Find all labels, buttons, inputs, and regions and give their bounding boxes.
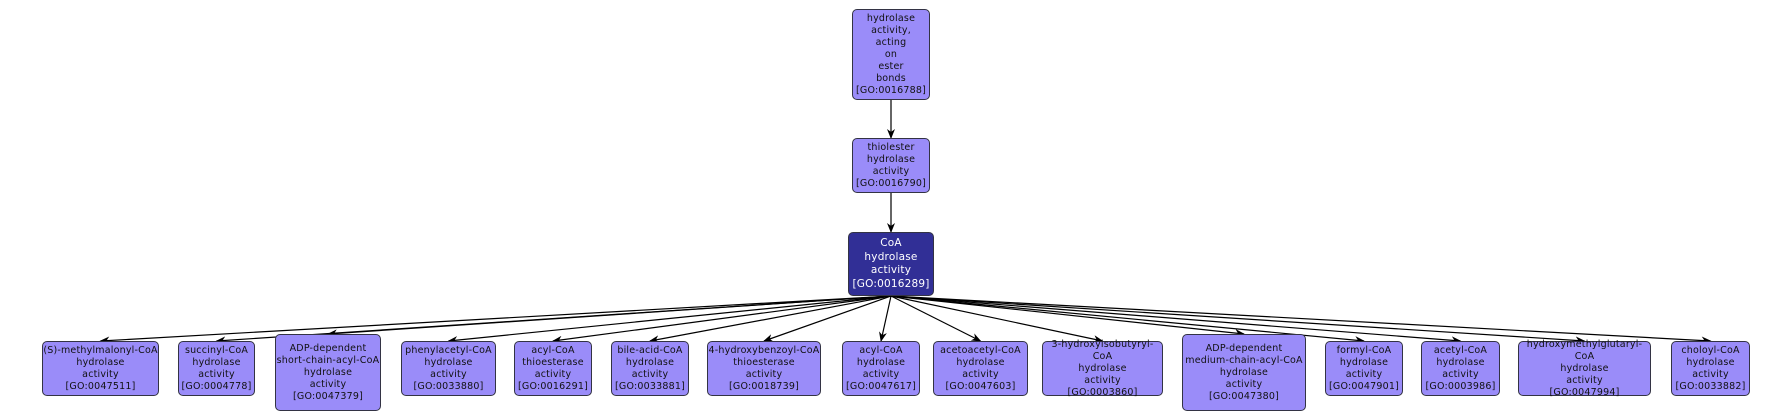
go-term-label: succinyl-CoA hydrolase activity [GO:0004… (181, 344, 252, 392)
go-term-node[interactable]: succinyl-CoA hydrolase activity [GO:0004… (178, 341, 255, 396)
go-term-node[interactable]: acyl-CoA thioesterase activity [GO:00162… (514, 341, 592, 396)
go-term-node[interactable]: choloyl-CoA hydrolase activity [GO:00338… (1671, 341, 1750, 396)
edge-arrow (879, 295, 892, 342)
go-term-node[interactable]: 3-hydroxyisobutyryl-CoA hydrolase activi… (1042, 338, 1163, 398)
go-term-label: hydroxymethylglutaryl-CoA hydrolase acti… (1526, 338, 1643, 398)
go-term-node[interactable]: phenylacetyl-CoA hydrolase activity [GO:… (401, 341, 496, 396)
go-term-node[interactable]: acetoacetyl-CoA hydrolase activity [GO:0… (933, 341, 1028, 396)
go-term-label: acetyl-CoA hydrolase activity [GO:000398… (1425, 344, 1496, 392)
go-term-label: thiolester hydrolase activity [GO:001679… (856, 141, 926, 189)
go-term-node[interactable]: ADP-dependent short-chain-acyl-CoA hydro… (275, 334, 381, 411)
edge-arrow (327, 295, 892, 338)
go-term-node[interactable]: hydroxymethylglutaryl-CoA hydrolase acti… (1518, 338, 1651, 398)
go-term-node[interactable]: acyl-CoA hydrolase activity [GO:0047617] (842, 341, 920, 396)
go-term-label: CoA hydrolase activity [GO:0016289] (852, 237, 930, 290)
edge-arrow (552, 295, 892, 344)
edge-arrow (890, 295, 982, 342)
go-term-node[interactable]: formyl-CoA hydrolase activity [GO:004790… (1325, 341, 1403, 396)
go-term-node[interactable]: (S)-methylmalonyl-CoA hydrolase activity… (42, 341, 159, 396)
go-term-node[interactable]: hydrolase activity, acting on ester bond… (852, 9, 930, 100)
go-term-label: acyl-CoA hydrolase activity [GO:0047617] (846, 344, 916, 392)
go-term-label: formyl-CoA hydrolase activity [GO:004790… (1329, 344, 1399, 392)
go-term-label: 4-hydroxybenzoyl-CoA thioesterase activi… (708, 344, 820, 392)
go-term-node[interactable]: bile-acid-CoA hydrolase activity [GO:003… (611, 341, 689, 396)
go-term-label: bile-acid-CoA hydrolase activity [GO:003… (615, 344, 685, 392)
go-term-node[interactable]: acetyl-CoA hydrolase activity [GO:000398… (1421, 341, 1500, 396)
edge-arrow (890, 295, 1365, 345)
go-term-label: 3-hydroxyisobutyryl-CoA hydrolase activi… (1051, 338, 1154, 398)
go-term-node[interactable]: 4-hydroxybenzoyl-CoA thioesterase activi… (707, 341, 821, 396)
go-term-label: acyl-CoA thioesterase activity [GO:00162… (518, 344, 588, 392)
edge-arrow (890, 295, 1712, 345)
edge-arrow (890, 295, 1462, 345)
go-term-label: (S)-methylmalonyl-CoA hydrolase activity… (43, 344, 158, 392)
go-term-label: acetoacetyl-CoA hydrolase activity [GO:0… (940, 344, 1021, 392)
edge-arrow (447, 295, 892, 345)
go-term-label: hydrolase activity, acting on ester bond… (856, 12, 926, 96)
edge-arrow (649, 295, 892, 344)
go-term-node[interactable]: CoA hydrolase activity [GO:0016289] (848, 232, 934, 296)
go-term-node[interactable]: thiolester hydrolase activity [GO:001679… (852, 138, 930, 193)
edge-arrow (890, 295, 1104, 344)
edge-arrow (99, 295, 892, 345)
edge-arrow (890, 295, 1586, 345)
edge-arrow (763, 295, 892, 342)
go-term-label: choloyl-CoA hydrolase activity [GO:00338… (1675, 344, 1746, 392)
edge-arrow (890, 295, 1245, 338)
go-term-label: ADP-dependent short-chain-acyl-CoA hydro… (276, 342, 380, 402)
go-term-node[interactable]: ADP-dependent medium-chain-acyl-CoA hydr… (1182, 334, 1306, 411)
go-term-label: phenylacetyl-CoA hydrolase activity [GO:… (405, 344, 492, 392)
go-term-label: ADP-dependent medium-chain-acyl-CoA hydr… (1185, 342, 1303, 402)
